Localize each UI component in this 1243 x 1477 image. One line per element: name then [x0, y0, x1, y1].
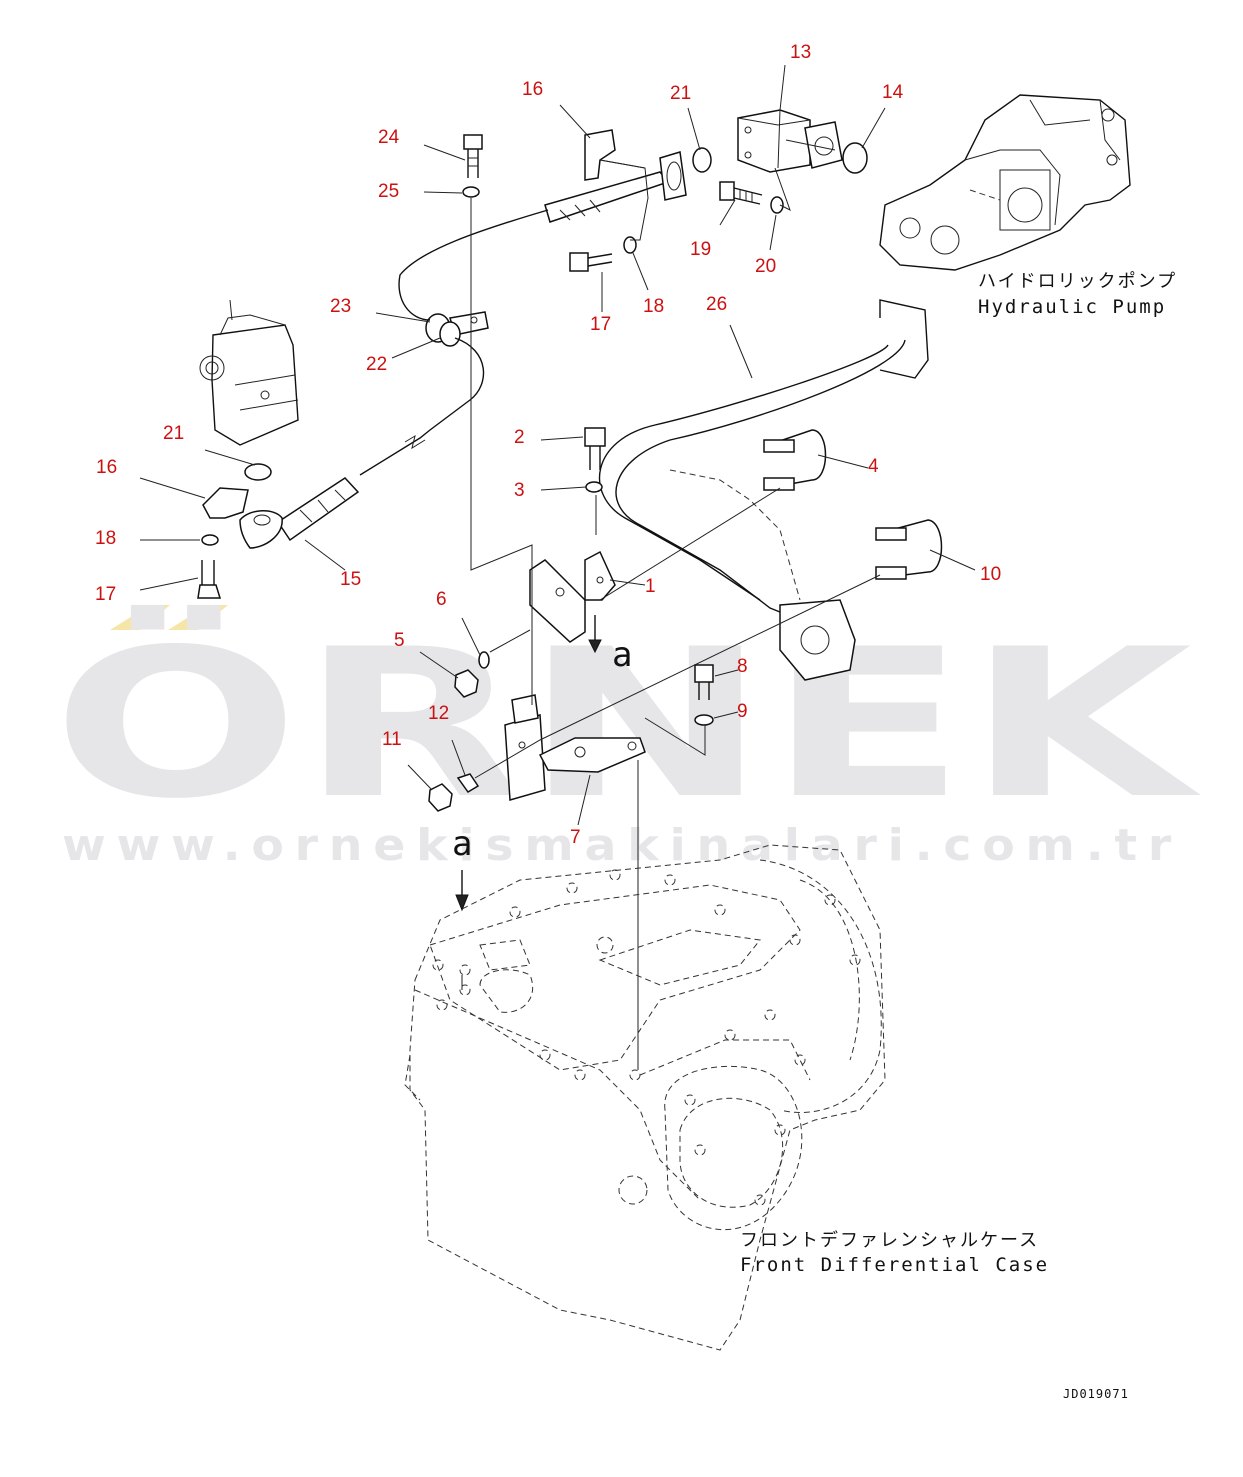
- label-17-lower: 17: [95, 584, 116, 605]
- part-4-u-bolt: [763, 429, 827, 491]
- label-19: 19: [690, 239, 711, 260]
- part-11-nut: [428, 783, 453, 812]
- part-15-hose: [239, 477, 360, 549]
- label-10: 10: [980, 564, 1001, 585]
- label-2: 2: [514, 427, 525, 448]
- part-17-bolt-upper: [569, 252, 613, 272]
- label-17-upper: 17: [590, 314, 611, 335]
- label-7: 7: [570, 827, 581, 848]
- upper-pipe-flange: [544, 151, 687, 223]
- label-20: 20: [755, 256, 776, 277]
- label-22: 22: [366, 354, 387, 375]
- label-4: 4: [868, 456, 879, 477]
- part-25-washer: [462, 186, 480, 198]
- label-21-lower: 21: [163, 423, 184, 444]
- hydraulic-pump-drawing: [879, 94, 1131, 271]
- part-17-bolt-lower: [197, 560, 222, 599]
- part-8-bolt: [694, 664, 714, 700]
- view-marker-lower: a: [452, 824, 472, 864]
- part-26-pipe: [598, 299, 929, 681]
- label-18-upper: 18: [643, 296, 664, 317]
- label-21-upper: 21: [670, 83, 691, 104]
- label-14: 14: [882, 82, 904, 103]
- part-22-23-clamp: [425, 311, 489, 347]
- label-16-lower: 16: [96, 457, 117, 478]
- part-21-o-ring-lower: [244, 463, 272, 481]
- caption-hydraulic-pump-jp: ハイドロリックポンプ: [978, 271, 1177, 292]
- label-9: 9: [737, 701, 748, 722]
- label-15: 15: [340, 569, 361, 590]
- watermark-umlaut-right: [168, 605, 228, 630]
- part-6-washer: [478, 651, 490, 669]
- part-13-block: [737, 109, 843, 173]
- part-16-clamp-upper: [584, 129, 646, 181]
- part-1-bracket: [529, 550, 616, 643]
- assembly-lines: [461, 139, 881, 1070]
- watermark-umlaut-left: [110, 605, 170, 630]
- label-23: 23: [330, 296, 351, 317]
- label-24: 24: [378, 127, 400, 148]
- part-14-o-ring: [842, 142, 868, 174]
- label-8: 8: [737, 656, 748, 677]
- label-13: 13: [790, 42, 811, 63]
- sensor-line-upper: [398, 209, 549, 321]
- sensor-line-lower: [359, 337, 485, 476]
- label-26: 26: [706, 294, 727, 315]
- part-10-u-bolt: [875, 519, 943, 580]
- arrow-a-lower-head: [455, 894, 469, 912]
- part-20-washer: [770, 196, 784, 214]
- part-16-clamp-lower: [202, 487, 249, 519]
- caption-front-diff-en: Front Differential Case: [740, 1254, 1049, 1276]
- part-21-o-ring-upper: [692, 147, 712, 173]
- part-12-washer: [456, 773, 480, 793]
- part-9-washer: [694, 714, 714, 726]
- caption-hydraulic-pump-en: Hydraulic Pump: [978, 296, 1166, 318]
- label-11: 11: [382, 729, 402, 750]
- part-24-bolt: [463, 134, 483, 178]
- part-2-bolt: [584, 427, 606, 470]
- part-labels: 13 14 21 16 24 25 19 20 17 18 26 23 22 2…: [95, 42, 1001, 848]
- label-6: 6: [436, 589, 447, 610]
- front-differential-case-drawing: [404, 844, 886, 1351]
- label-1: 1: [645, 576, 656, 597]
- watermark-brand: ÖRNEK: [52, 605, 1202, 844]
- watermark-url: www.ornekismakinalari.com.tr: [62, 820, 1182, 871]
- watermark: ÖRNEK www.ornekismakinalari.com.tr: [52, 605, 1202, 871]
- part-5-nut: [454, 669, 479, 698]
- arrow-a-upper-head: [588, 639, 602, 654]
- caption-front-diff-jp: フロントデファレンシャルケース: [740, 1230, 1039, 1251]
- label-leaders: [139, 64, 976, 826]
- label-18-lower: 18: [95, 528, 116, 549]
- part-18-washer-upper: [623, 236, 637, 254]
- view-marker-upper: a: [612, 635, 632, 675]
- label-5: 5: [394, 630, 405, 651]
- part-3-washer: [585, 481, 603, 493]
- part-19-bolt: [719, 181, 763, 205]
- label-12: 12: [428, 703, 449, 724]
- part-7-bracket: [504, 694, 646, 801]
- label-25: 25: [378, 181, 399, 202]
- label-3: 3: [514, 480, 525, 501]
- drawing-id: JD019071: [1063, 1387, 1129, 1401]
- label-16-upper: 16: [522, 79, 543, 100]
- part-18-washer-lower: [201, 534, 219, 546]
- valve-assembly: [199, 299, 299, 446]
